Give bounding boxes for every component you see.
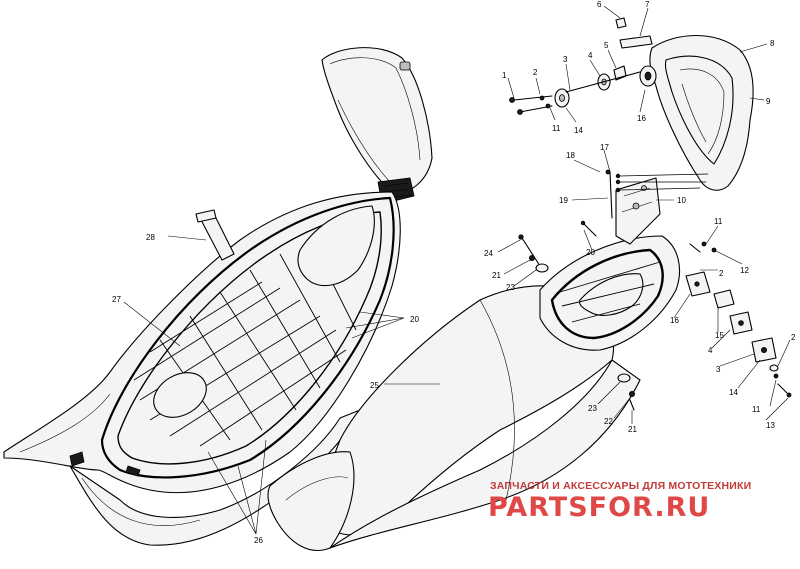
callout-27: 27: [112, 295, 121, 304]
callout-28: 28: [146, 233, 155, 242]
callout-5: 5: [604, 41, 609, 50]
callout-11: 11: [714, 217, 723, 226]
callout-16: 16: [637, 114, 646, 123]
callout-12: 12: [740, 266, 749, 275]
headlight-assembly: [509, 17, 792, 411]
left-assembly: [3, 47, 433, 546]
callout-25: 25: [370, 381, 379, 390]
callout-6: 6: [597, 0, 602, 9]
callout-3: 3: [563, 55, 568, 64]
callout-11: 11: [752, 405, 761, 414]
storage-lid: [321, 47, 433, 194]
callout-20: 20: [410, 315, 419, 324]
callout-2: 2: [791, 333, 796, 342]
callout-21: 21: [492, 271, 501, 280]
callout-2: 2: [533, 68, 538, 77]
callout-3: 3: [716, 365, 721, 374]
right-assembly: [267, 235, 681, 552]
callout-1: 1: [502, 71, 507, 80]
callout-15: 15: [715, 331, 724, 340]
callout-labels: 1 2 3 4 5 6 7 8 9 10 11 14 16 17 18 19 2…: [112, 0, 796, 545]
callout-11: 11: [552, 124, 561, 133]
callout-18: 18: [566, 151, 575, 160]
callout-14: 14: [574, 126, 583, 135]
callout-17: 17: [600, 143, 609, 152]
callout-19: 19: [559, 196, 568, 205]
callout-14: 14: [729, 388, 738, 397]
callout-9: 9: [766, 97, 771, 106]
leader-lines: [123, 5, 791, 535]
callout-26: 26: [254, 536, 263, 545]
callout-4: 4: [588, 51, 593, 60]
callout-13: 13: [766, 421, 775, 430]
watermark-tagline: ЗАПЧАСТИ И АКСЕССУАРЫ ДЛЯ МОТОТЕХНИКИ: [490, 480, 751, 492]
callout-23: 23: [506, 283, 515, 292]
callout-2: 2: [719, 269, 724, 278]
callout-4: 4: [708, 346, 713, 355]
callout-22: 22: [604, 417, 613, 426]
callout-20: 20: [586, 248, 595, 257]
callout-8: 8: [770, 39, 775, 48]
callout-16: 16: [670, 316, 679, 325]
watermark-brand: PARTSFOR.RU: [488, 492, 710, 523]
callout-24: 24: [484, 249, 493, 258]
watermark: ЗАПЧАСТИ И АКСЕССУАРЫ ДЛЯ МОТОТЕХНИКИ PA…: [488, 480, 751, 523]
callout-7: 7: [645, 0, 650, 9]
callout-10: 10: [677, 196, 686, 205]
callout-23: 23: [588, 404, 597, 413]
callout-21: 21: [628, 425, 637, 434]
